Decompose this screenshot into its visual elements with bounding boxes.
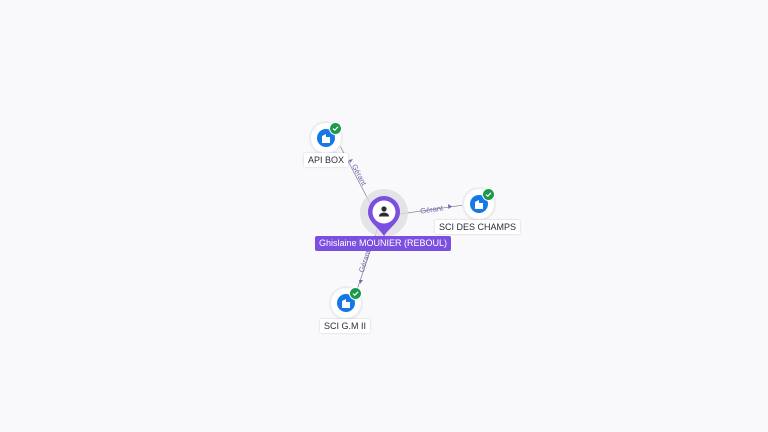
- edge-label-sci-gm-ii: Gérant: [357, 248, 373, 273]
- verified-check-icon: [329, 122, 342, 135]
- verified-check-icon: [482, 188, 495, 201]
- company-label-sci-gm-ii[interactable]: SCI G.M II: [320, 319, 371, 333]
- edge-arrow-api-box: [349, 159, 353, 163]
- verified-check-icon: [349, 287, 362, 300]
- edge-line-api-box: [336, 139, 371, 204]
- edge-label-sci-des-champs: Gérant: [420, 203, 445, 215]
- company-label-api-box[interactable]: API BOX: [304, 153, 349, 167]
- person-name-label[interactable]: Ghislaine MOUNIER (REBOUL): [315, 236, 452, 251]
- company-node-sci-des-champs[interactable]: [464, 188, 495, 219]
- person-icon: [379, 206, 389, 217]
- company-node-sci-gm-ii[interactable]: [331, 287, 362, 318]
- edge-arrow-sci-des-champs: [448, 204, 452, 209]
- company-label-sci-des-champs[interactable]: SCI DES CHAMPS: [435, 220, 521, 234]
- person-node-pin[interactable]: [366, 195, 402, 237]
- edge-label-api-box: Gérant: [350, 163, 369, 188]
- edge-arrow-sci-gm-ii: [359, 280, 363, 284]
- company-node-api-box[interactable]: [311, 122, 342, 153]
